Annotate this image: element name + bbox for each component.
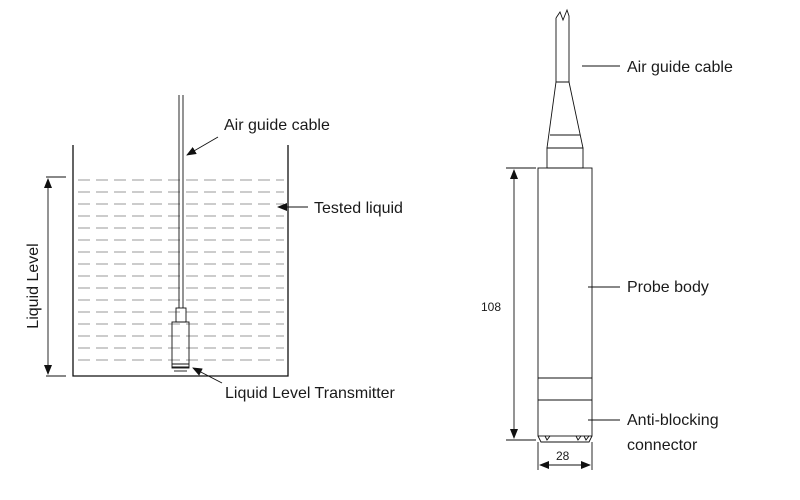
right-air-guide-cable-label: Air guide cable — [627, 59, 733, 76]
width-dimension-value: 28 — [556, 449, 570, 463]
anti-blocking-label-line1: Anti-blocking — [627, 412, 719, 429]
height-dimension-value: 108 — [481, 300, 501, 314]
anti-blocking-label-line2: connector — [627, 437, 698, 454]
left-air-guide-cable-label: Air guide cable — [224, 117, 330, 134]
probe-cable — [555, 8, 570, 82]
air-guide-cable-leader — [186, 136, 219, 156]
liquid-level-dimension — [44, 176, 66, 377]
probe-drawing: 108 28 Air guide cable Probe body Anti-b… — [481, 8, 733, 470]
anti-blocking-connector — [537, 435, 593, 443]
probe-body-label: Probe body — [627, 279, 709, 296]
transmitter-label: Liquid Level Transmitter — [225, 385, 396, 402]
probe-collar — [546, 147, 584, 169]
probe-body — [537, 167, 593, 437]
width-dimension — [537, 442, 593, 470]
liquid-level-label: Liquid Level — [25, 243, 42, 328]
probe-cable-sleeve — [546, 81, 584, 149]
tank — [72, 145, 289, 377]
liquid-level-transmitter — [171, 307, 190, 372]
transmitter-leader — [192, 367, 223, 384]
tank-installation: Liquid Level Air guide cable Tested liqu… — [25, 95, 403, 402]
air-guide-cable-line — [178, 95, 184, 308]
height-dimension — [506, 167, 536, 441]
tested-liquid-lines — [78, 179, 284, 361]
tested-liquid-label: Tested liquid — [314, 200, 403, 217]
